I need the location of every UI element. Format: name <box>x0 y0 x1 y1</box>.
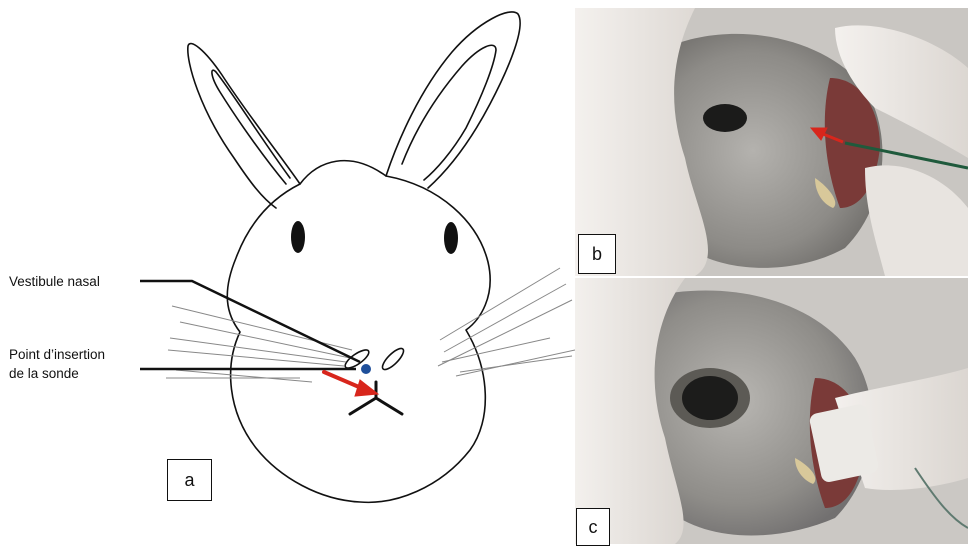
whisker-left-5 <box>176 370 312 382</box>
whisker-right-6 <box>460 356 572 372</box>
panel-label-c: c <box>576 508 610 546</box>
right-eye <box>444 222 458 254</box>
whisker-right-4 <box>442 338 550 362</box>
whisker-right-1 <box>440 268 560 340</box>
label-insertion-line1: Point d’insertion <box>9 345 105 364</box>
left-ear-outer <box>188 44 300 208</box>
whisker-left-1 <box>172 306 352 350</box>
panel-label-b: b <box>578 234 616 274</box>
photo-c <box>575 278 968 544</box>
label-vestibule-nasal: Vestibule nasal <box>9 272 100 291</box>
insertion-arrow <box>324 372 378 396</box>
insertion-point-dot <box>361 364 371 374</box>
right-ear-outer <box>386 12 520 188</box>
panel-label-a: a <box>167 459 212 501</box>
whisker-right-5 <box>456 350 575 376</box>
left-ear-inner <box>212 70 290 184</box>
whisker-right-3 <box>438 300 572 366</box>
rabbit-head-outline <box>227 161 490 503</box>
photo-b <box>575 8 968 276</box>
leader-vestibule <box>140 281 360 362</box>
right-nostril <box>380 346 407 373</box>
left-eye <box>291 221 305 253</box>
label-insertion-line2: de la sonde <box>9 364 79 383</box>
whisker-right-2 <box>444 284 566 352</box>
right-ear-inner <box>402 45 496 180</box>
whisker-left-2 <box>180 322 350 358</box>
